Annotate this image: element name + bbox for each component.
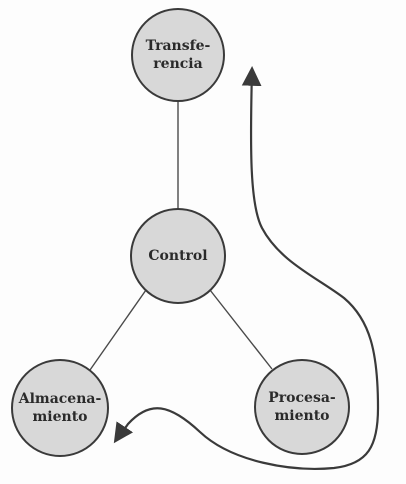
label-procesamiento: Procesa- miento <box>255 389 349 425</box>
label-procesamiento-line-2: miento <box>274 408 330 424</box>
node-almacenamiento <box>11 359 109 457</box>
label-procesamiento-line-1: Procesa- <box>268 390 336 406</box>
label-almacenamiento-line-2: miento <box>32 409 88 425</box>
node-procesamiento <box>254 359 350 455</box>
label-transferencia-line-2: rencia <box>153 56 203 72</box>
node-control <box>130 208 226 304</box>
label-almacenamiento: Almacena- miento <box>12 390 108 426</box>
edge-control-procesamiento <box>209 289 273 370</box>
label-control-line-1: Control <box>148 248 208 264</box>
label-transferencia-line-1: Transfe- <box>145 38 211 54</box>
label-almacenamiento-line-1: Almacena- <box>18 391 102 407</box>
node-transferencia <box>131 8 225 102</box>
label-control: Control <box>131 247 225 265</box>
edge-control-almacenamiento <box>89 289 147 371</box>
flow-arrow <box>113 66 380 470</box>
label-transferencia: Transfe- rencia <box>132 37 224 73</box>
